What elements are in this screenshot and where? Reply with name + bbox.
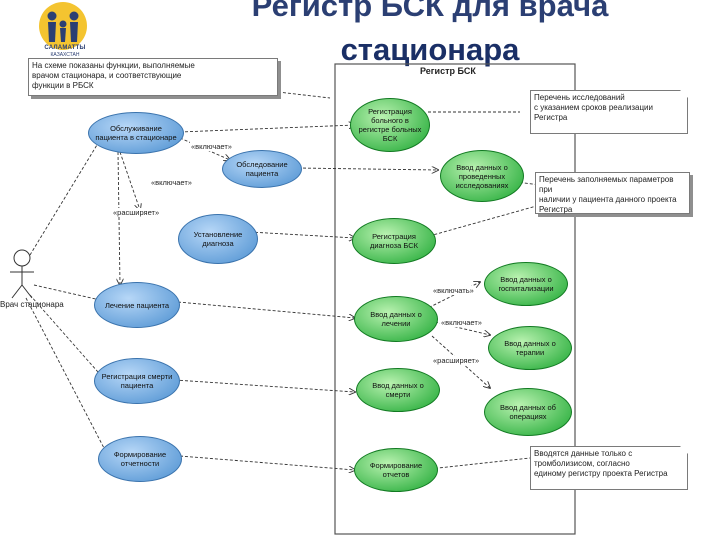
- use-case-green: Ввод данных о лечении: [354, 296, 438, 342]
- relation-label: «включать»: [432, 286, 475, 295]
- relation-label: «включает»: [440, 318, 483, 327]
- note-right-top: Перечень исследований с указанием сроков…: [530, 90, 688, 134]
- use-case-blue: Обслуживание пациента в стационаре: [88, 112, 184, 154]
- actor-icon: [10, 249, 34, 299]
- actor-label: Врач стационара: [0, 300, 64, 309]
- use-case-green: Ввод данных о терапии: [488, 326, 572, 370]
- relation-label: «расширяет»: [432, 356, 481, 365]
- use-case-blue: Обследование пациента: [222, 150, 302, 188]
- page-title: Регистр БСК для врача: [251, 0, 609, 23]
- relation-label: «расширяет»: [112, 208, 161, 217]
- use-case-green: Регистрация диагноза БСК: [352, 218, 436, 264]
- system-boundary: [334, 63, 576, 535]
- system-boundary-title: Регистр БСК: [420, 66, 476, 76]
- use-case-green: Ввод данных о проведенных исследованиях: [440, 150, 524, 202]
- use-case-blue: Формирование отчетности: [98, 436, 182, 482]
- logo-text: САЛАМАТТЫ: [44, 45, 86, 51]
- note-right-mid: Перечень заполняемых параметров при нали…: [535, 172, 690, 214]
- relation-label: «включает»: [190, 142, 233, 151]
- logo-icon: [39, 2, 87, 50]
- page-title-line2: стационара: [340, 32, 520, 67]
- use-case-blue: Регистрация смерти пациента: [94, 358, 180, 404]
- relation-label: «включает»: [150, 178, 193, 187]
- use-case-green: Ввод данных об операциях: [484, 388, 572, 436]
- note-top-left: На схеме показаны функции, выполняемые в…: [28, 58, 278, 96]
- use-case-green: Регистрация больного в регистре больных …: [350, 98, 430, 152]
- use-case-blue: Установление диагноза: [178, 214, 258, 264]
- note-right-bottom: Вводятся данные только с тромболизисом, …: [530, 446, 688, 490]
- use-case-green: Ввод данных о госпитализации: [484, 262, 568, 306]
- logo-subtext: КАЗАХСТАН: [50, 52, 80, 58]
- use-case-green: Формирование отчетов: [354, 448, 438, 492]
- use-case-green: Ввод данных о смерти: [356, 368, 440, 412]
- use-case-blue: Лечение пациента: [94, 282, 180, 328]
